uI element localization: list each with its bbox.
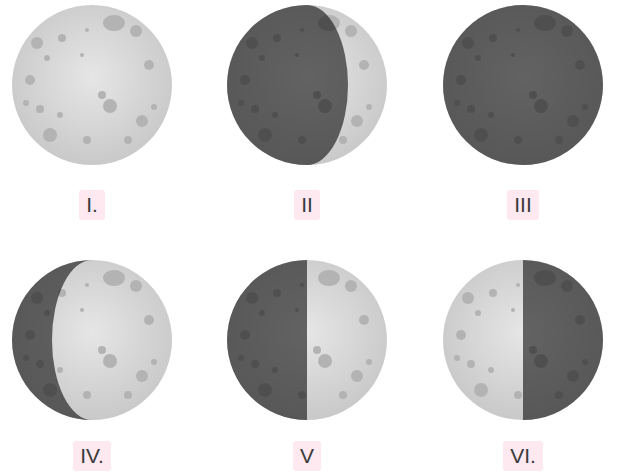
phase-label-text: IV. xyxy=(80,444,104,468)
new-moon xyxy=(443,5,603,165)
first-quarter-moon xyxy=(227,260,387,420)
phase-label: I. xyxy=(79,190,105,220)
crescent-moon xyxy=(227,5,387,165)
phase-label-text: II xyxy=(301,193,313,217)
phase-label: IV. xyxy=(73,441,111,471)
last-quarter-moon xyxy=(443,260,603,420)
gibbous-moon xyxy=(12,260,172,420)
phase-label: V xyxy=(293,441,321,471)
phase-label-text: I. xyxy=(86,193,98,217)
phase-label: III xyxy=(507,190,539,220)
phase-label-text: VI. xyxy=(510,444,536,468)
phase-label: VI. xyxy=(503,441,543,471)
phase-label-text: V xyxy=(300,444,314,468)
phase-label-text: III xyxy=(514,193,532,217)
full-moon xyxy=(12,5,172,165)
phase-label: II xyxy=(294,190,320,220)
